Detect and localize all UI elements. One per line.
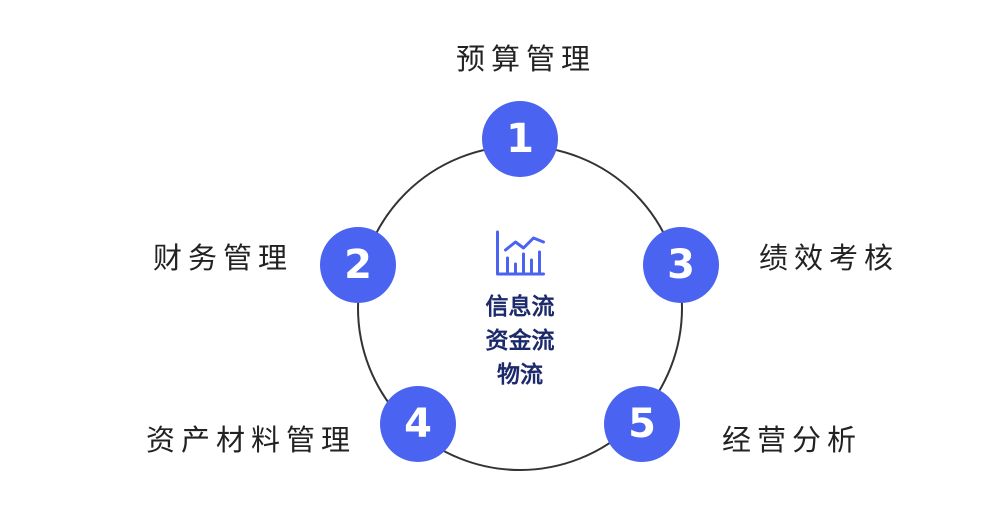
step-label-2: 财务管理 bbox=[153, 241, 294, 275]
center-line-logistics: 物流 bbox=[497, 362, 543, 388]
step-node-4: 4 bbox=[380, 386, 456, 462]
step-label-1: 预算管理 bbox=[456, 42, 597, 76]
step-node-2: 2 bbox=[320, 227, 396, 303]
step-node-5: 5 bbox=[604, 386, 680, 462]
center-line-capital-flow: 资金流 bbox=[485, 328, 555, 354]
step-node-3: 3 bbox=[643, 227, 719, 303]
center-line-information-flow: 信息流 bbox=[485, 294, 555, 320]
step-node-1: 1 bbox=[482, 101, 558, 177]
bar-chart-trend-icon bbox=[495, 230, 545, 276]
step-label-3: 绩效考核 bbox=[759, 241, 900, 275]
step-label-4: 资产材料管理 bbox=[146, 423, 357, 457]
step-label-5: 经营分析 bbox=[722, 423, 863, 457]
center-summary: 信息流 资金流 物流 bbox=[486, 228, 555, 392]
